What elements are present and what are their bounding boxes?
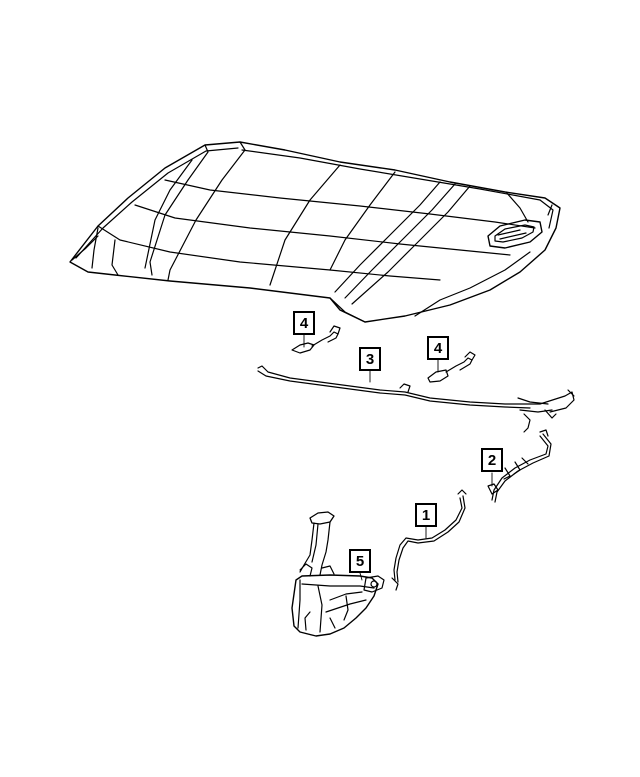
washer-nozzle-right bbox=[427, 351, 476, 383]
callout-hose-1[interactable]: 1 bbox=[415, 503, 437, 527]
washer-nozzle-left bbox=[291, 325, 341, 354]
washer-reservoir bbox=[291, 511, 385, 637]
callout-nozzle-right[interactable]: 4 bbox=[427, 336, 449, 360]
callout-reservoir[interactable]: 5 bbox=[349, 549, 371, 573]
washer-hose-3 bbox=[257, 365, 575, 433]
hood-scoop bbox=[487, 219, 543, 249]
leader-lines bbox=[303, 334, 493, 581]
callout-hose-2[interactable]: 2 bbox=[481, 448, 503, 472]
callout-hose-3[interactable]: 3 bbox=[359, 347, 381, 371]
callout-nozzle-left[interactable]: 4 bbox=[293, 311, 315, 335]
washer-hose-1 bbox=[391, 489, 467, 591]
hood-panel bbox=[69, 141, 561, 323]
